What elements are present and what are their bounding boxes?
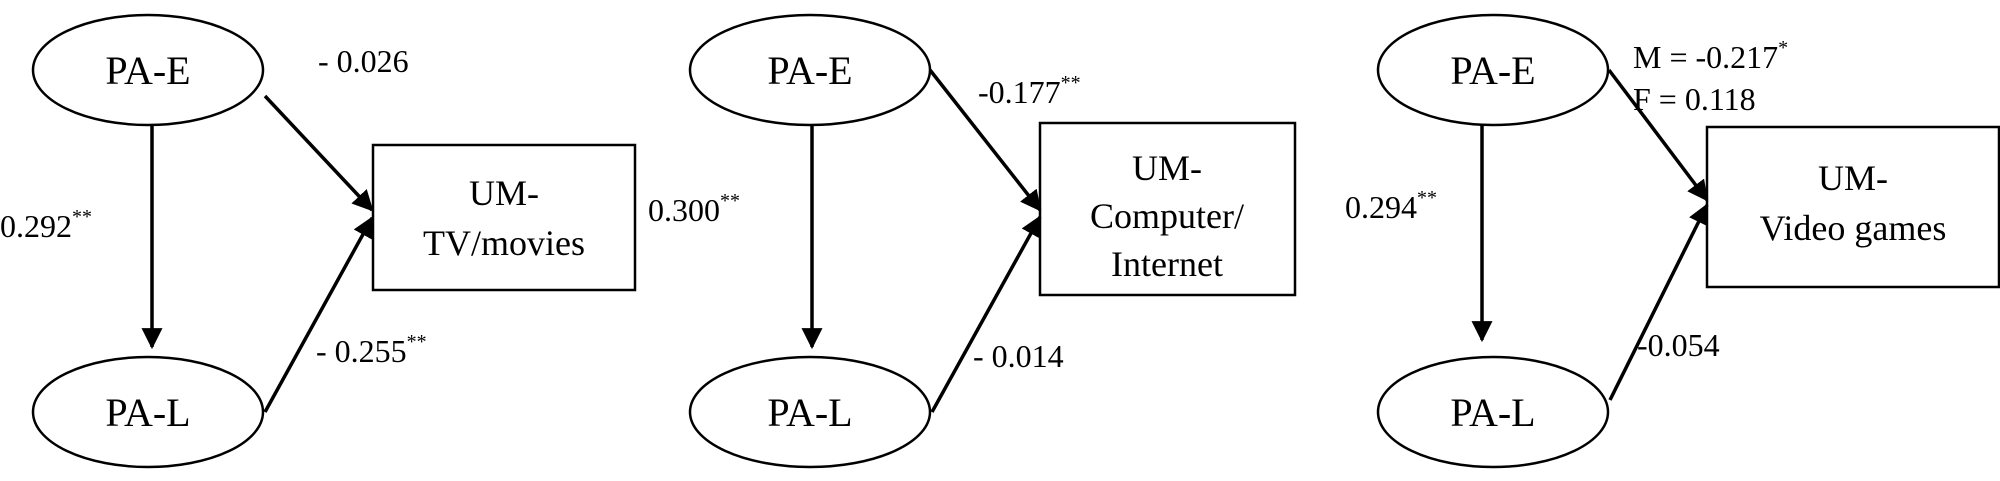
- node-pa-l: [688, 355, 932, 469]
- coef-a: 0.300**: [648, 190, 740, 228]
- coef-a: 0.294**: [1345, 187, 1437, 225]
- edge-pae-to-outcome: [263, 94, 374, 212]
- coef-bottom: - 0.255**: [316, 331, 427, 369]
- outcome-box: [1705, 125, 2000, 289]
- coef-bottom: - 0.014: [973, 338, 1064, 374]
- outcome-box: [371, 143, 637, 292]
- edge-pal-to-outcome: [930, 215, 1042, 413]
- edge-pal-to-outcome: [1608, 203, 1709, 401]
- node-pa-e-label: PA-E: [105, 48, 190, 93]
- node-pa-e-label: PA-E: [1450, 48, 1535, 93]
- outcome-box: [1038, 121, 1297, 297]
- node-pa-l-label: PA-L: [1450, 390, 1535, 435]
- outcome-line3: Internet: [1111, 244, 1223, 284]
- node-pa-e: [1376, 13, 1610, 127]
- outcome-line2: Computer/: [1090, 196, 1244, 236]
- outcome-line1: UM-: [469, 173, 539, 213]
- node-pa-l-label: PA-L: [105, 390, 190, 435]
- outcome-line2: TV/movies: [423, 223, 585, 263]
- node-pa-l: [31, 355, 265, 469]
- panel-computer-internet: PA-E PA-L UM- Computer/ Internet 0.300**…: [648, 13, 1297, 469]
- coef-bottom: -0.054: [1637, 327, 1720, 363]
- coef-top-female: F = 0.118: [1633, 81, 1756, 117]
- coef-top: - 0.026: [318, 43, 409, 79]
- panel-tv-movies: PA-E PA-L UM- TV/movies 0.292** - 0.026 …: [0, 13, 637, 469]
- edge-pae-to-outcome: [928, 68, 1042, 212]
- node-pa-e-label: PA-E: [767, 48, 852, 93]
- outcome-line2: Video games: [1760, 208, 1947, 248]
- edge-pae-to-outcome: [1607, 68, 1709, 202]
- coef-top: -0.177**: [978, 72, 1081, 110]
- coef-a: 0.292**: [0, 206, 92, 244]
- node-pa-l-label: PA-L: [767, 390, 852, 435]
- edge-pal-to-outcome: [263, 216, 374, 413]
- panel-video-games: PA-E PA-L UM- Video games 0.294** M = -0…: [1345, 13, 2000, 469]
- node-pa-e: [31, 13, 265, 127]
- node-pa-l: [1376, 355, 1610, 469]
- coef-top-male: M = -0.217*: [1633, 37, 1788, 75]
- outcome-line1: UM-: [1132, 148, 1202, 188]
- outcome-line1: UM-: [1818, 158, 1888, 198]
